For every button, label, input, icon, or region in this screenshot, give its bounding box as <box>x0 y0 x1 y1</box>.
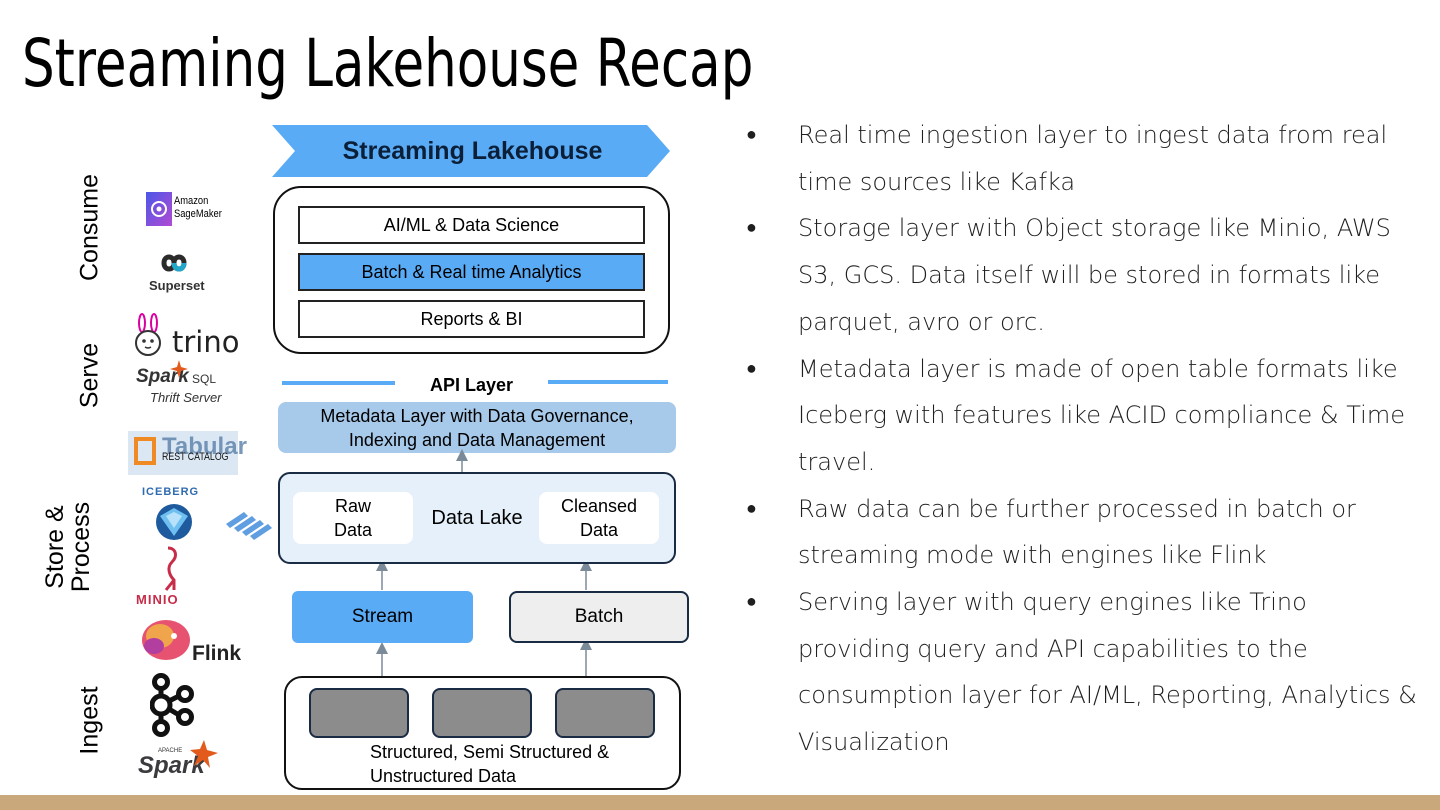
stage-consume: Consume <box>75 174 104 281</box>
flink-squirrel-icon <box>142 620 190 660</box>
superset-label: Superset <box>149 278 205 293</box>
iceberg-logo: ICEBERG <box>138 486 278 546</box>
apache-spark-label: Spark <box>138 752 205 779</box>
spark-sql-label: Spark <box>136 366 189 387</box>
consume-item-aiml: AI/ML & Data Science <box>298 206 645 244</box>
cleansed-data-line-1: Cleansed <box>560 496 638 516</box>
kafka-icon <box>149 673 194 737</box>
source-block-1 <box>309 688 409 738</box>
bullet-item: ● Serving layer with query engines like T… <box>746 579 1426 766</box>
sagemaker-icon <box>146 192 172 226</box>
spark-sql-logo: Spark SQL Thrift Server <box>134 360 244 408</box>
stage-store-process: Store & Process <box>41 477 95 617</box>
trino-bunny-icon <box>135 313 161 356</box>
banner-shape <box>272 125 670 177</box>
bullet-text: Metadata layer is made of open table for… <box>798 354 1405 476</box>
minio-logo: MINIO <box>136 546 216 608</box>
spark-sql-suffix: SQL <box>192 372 217 386</box>
bullet-dot-icon: ● <box>746 497 757 519</box>
metadata-line-1: Metadata Layer with Data Governance, <box>320 406 634 426</box>
sagemaker-label-1: Amazon <box>174 195 209 207</box>
metadata-layer: Metadata Layer with Data Governance, Ind… <box>278 402 676 453</box>
stage-store-line2: Process <box>67 501 95 593</box>
tabular-icon <box>134 437 156 465</box>
source-block-2 <box>432 688 532 738</box>
stage-store-line1: Store & <box>41 505 69 589</box>
sources-label: Structured, Semi Structured & Unstructur… <box>370 740 670 788</box>
apache-label: APACHE <box>158 748 183 754</box>
batch-box: Batch <box>509 591 689 643</box>
bullet-item: ● Metadata layer is made of open table fo… <box>746 346 1426 486</box>
flink-logo: Flink <box>138 610 258 666</box>
bullet-dot-icon: ● <box>746 217 757 239</box>
tabular-logo: Tabular REST CATALOG <box>128 431 247 475</box>
api-layer-label: API Layer <box>429 374 514 395</box>
raw-data-line-2: Data <box>333 520 373 540</box>
bullet-dot-icon: ● <box>746 124 757 145</box>
tabular-label: Tabular <box>162 433 247 460</box>
stream-box: Stream <box>292 591 473 643</box>
raw-data-box: Raw Data <box>293 492 413 544</box>
kafka-logo <box>149 672 196 738</box>
api-line-right <box>548 380 668 384</box>
bullet-text: Real time ingestion layer to ingest data… <box>798 121 1388 196</box>
slide-title: Streaming Lakehouse Recap <box>22 25 754 102</box>
trino-logo: trino <box>130 313 250 359</box>
apache-spark-logo: APACHE Spark <box>136 740 226 782</box>
minio-bird-icon <box>164 546 177 591</box>
stage-serve: Serve <box>75 342 104 409</box>
bullet-text: Serving layer with query engines like Tr… <box>798 588 1417 757</box>
banner-title: Streaming Lakehouse <box>342 136 603 165</box>
minio-label: MINIO <box>136 592 179 607</box>
sources-line-2: Unstructured Data <box>370 766 517 786</box>
sources-container <box>284 676 681 790</box>
cleansed-data-line-2: Data <box>579 520 619 540</box>
sagemaker-logo: Amazon SageMaker <box>144 188 224 230</box>
consume-item-analytics: Batch & Real time Analytics <box>298 253 645 291</box>
bullet-list: ● Real time ingestion layer to ingest dat… <box>746 112 1426 766</box>
iceberg-stripes-icon <box>226 512 272 540</box>
sources-line-1: Structured, Semi Structured & <box>370 742 610 762</box>
iceberg-icon <box>156 504 192 540</box>
thrift-server-label: Thrift Server <box>150 390 222 405</box>
bullet-text: Raw data can be further processed in bat… <box>798 494 1356 570</box>
spark-star-icon <box>170 360 188 378</box>
stage-ingest: Ingest <box>75 686 104 755</box>
consume-item-reports: Reports & BI <box>298 300 645 338</box>
bullet-item: ● Raw data can be further processed in ba… <box>746 486 1426 579</box>
consume-container <box>273 186 670 354</box>
raw-data-line-1: Raw <box>334 496 371 516</box>
bullet-dot-icon: ● <box>746 357 757 379</box>
footer-bar <box>0 795 1440 810</box>
bullet-text: Storage layer with Object storage like M… <box>798 214 1391 336</box>
bullet-item: ● Storage layer with Object storage like … <box>746 205 1426 345</box>
metadata-line-2: Indexing and Data Management <box>348 430 606 450</box>
data-lake-label: Data Lake <box>431 506 523 529</box>
source-block-3 <box>555 688 655 738</box>
sagemaker-label-2: SageMaker <box>174 208 222 220</box>
superset-icon <box>161 254 187 272</box>
rest-catalog-label: REST CATALOG <box>162 451 229 463</box>
iceberg-label: ICEBERG <box>142 486 200 498</box>
bullet-item: ● Real time ingestion layer to ingest dat… <box>746 112 1426 205</box>
trino-label: trino <box>172 325 240 359</box>
apache-spark-star-icon <box>190 740 218 768</box>
flink-label: Flink <box>192 642 242 665</box>
bullet-dot-icon: ● <box>746 591 757 613</box>
superset-logo: Superset <box>146 252 206 296</box>
api-line-left <box>282 381 395 385</box>
cleansed-data-box: Cleansed Data <box>539 492 659 544</box>
